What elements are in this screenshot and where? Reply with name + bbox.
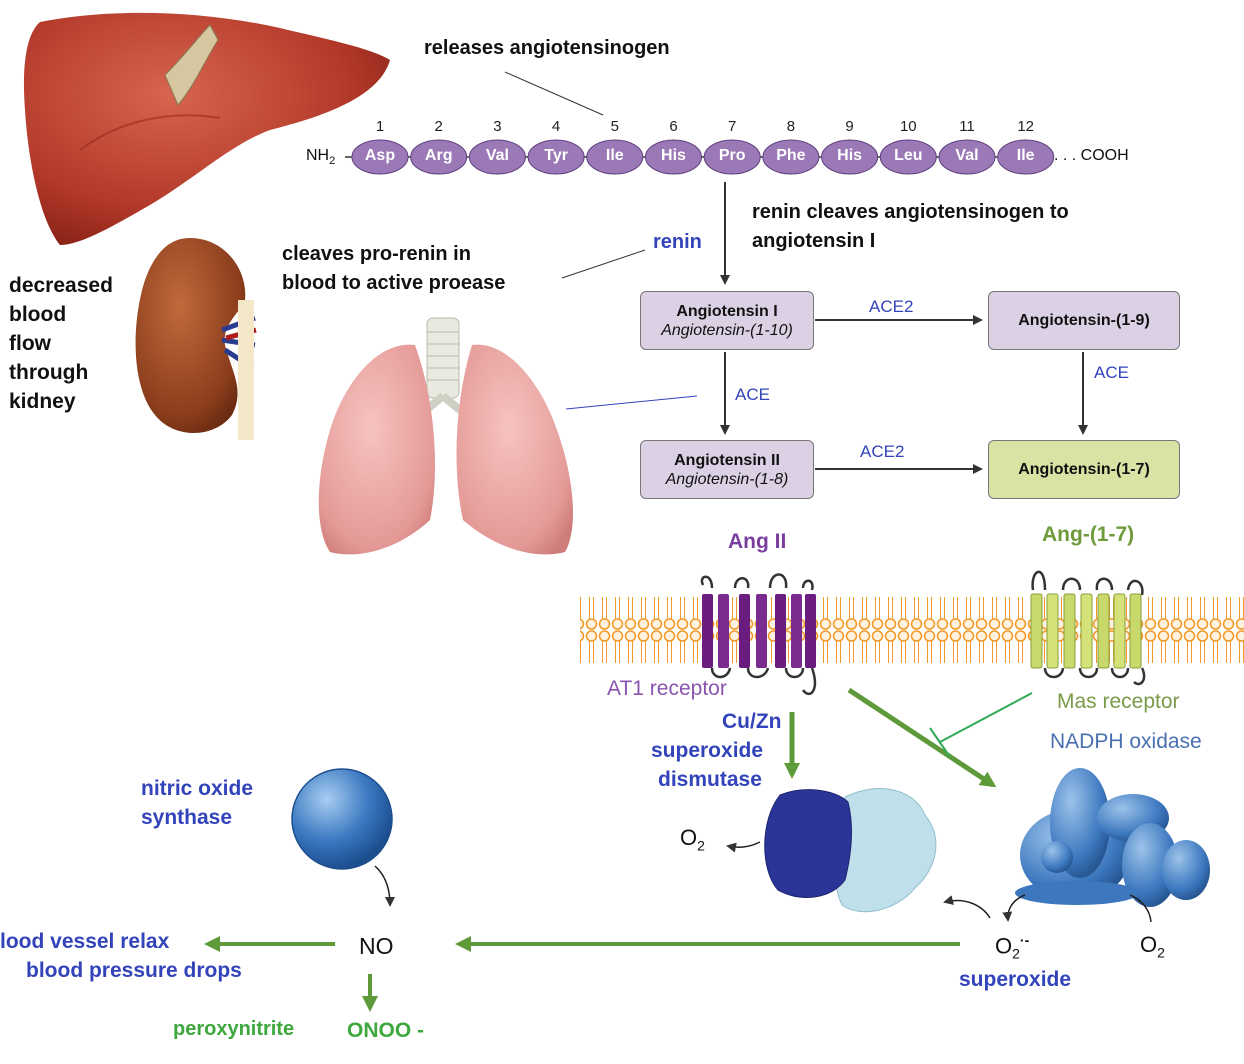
o2-right-label: O2 <box>1140 932 1165 961</box>
vessel-relax-label: lood vessel relax <box>0 930 170 953</box>
residue-oval-11 <box>938 139 996 175</box>
kidney-text-3: flow <box>9 332 51 355</box>
residue-2-name: Arg <box>424 147 453 164</box>
releases-label: releases angiotensinogen <box>424 37 670 59</box>
residue-oval-7 <box>703 139 761 175</box>
superoxide-label: superoxide <box>959 968 1072 991</box>
peroxynitrite-label: peroxynitrite <box>173 1018 295 1040</box>
residue-10-number: 10 <box>899 118 917 135</box>
residue-8-name: Phe <box>776 147 806 164</box>
residue-12-name: Ile <box>1016 147 1035 164</box>
residue-4-number: 4 <box>551 118 561 135</box>
residue-11-name: Val <box>955 147 979 164</box>
ace-left-label: ACE <box>735 385 770 404</box>
residue-oval-2 <box>410 139 468 175</box>
lungs-image <box>318 317 573 555</box>
residue-10-name: Leu <box>894 147 923 164</box>
residue-oval-9 <box>821 139 879 175</box>
at1-receptor-label: AT1 receptor <box>607 677 727 700</box>
ace2-bottom-label: ACE2 <box>860 442 905 461</box>
o2-left-label: O2 <box>680 825 705 854</box>
residue-oval-10 <box>879 139 937 175</box>
residue-12-number: 12 <box>1017 118 1035 135</box>
mas-receptor-label: Mas receptor <box>1057 690 1180 713</box>
residue-3-number: 3 <box>493 118 502 135</box>
nh2-label: NH2 <box>306 147 336 168</box>
residue-1-name: Asp <box>364 147 396 164</box>
sod-protein-image <box>764 788 937 913</box>
at1-receptor-image <box>700 573 817 696</box>
residue-5-name: Ile <box>605 147 624 164</box>
prorenin-line2: blood to active proease <box>282 272 506 294</box>
membrane-image <box>580 593 1244 663</box>
nos-label-1: nitric oxide <box>141 777 254 800</box>
mas-receptor-image <box>1030 570 1146 686</box>
residue-oval-4 <box>527 139 585 175</box>
ace2-top-label: ACE2 <box>869 297 914 316</box>
residue-4-name: Tyr <box>544 147 568 164</box>
bp-drops-label: blood pressure drops <box>26 959 242 982</box>
kidney-image <box>135 238 257 440</box>
residue-5-number: 5 <box>610 118 619 135</box>
angiotensin-i-sub: Angiotensin-(1-10) <box>661 321 793 339</box>
no-label: NO <box>359 933 394 959</box>
ang-ii-receptor-label: Ang II <box>728 530 787 553</box>
residue-oval-8 <box>762 139 820 175</box>
nos-label-2: synthase <box>141 806 233 829</box>
prorenin-line1: cleaves pro-renin in <box>282 243 471 265</box>
cooh-label: . . . COOH <box>1054 147 1129 164</box>
residue-6-name: His <box>661 147 686 164</box>
residue-3-name: Val <box>485 147 509 164</box>
residue-2-number: 2 <box>434 118 443 135</box>
liver-image <box>23 12 391 245</box>
nadph-oxidase-label: NADPH oxidase <box>1050 730 1202 753</box>
kidney-text-2: blood <box>9 303 67 326</box>
angiotensin-1-9-name: Angiotensin-(1-9) <box>1018 312 1150 329</box>
angiotensin-1-7-name: Angiotensin-(1-7) <box>1018 461 1150 478</box>
residue-oval-6 <box>645 139 702 175</box>
residue-oval-5 <box>586 139 644 175</box>
ang-1-7-receptor-label: Ang-(1-7) <box>1042 523 1135 546</box>
angiotensin-i-box: Angiotensin I Angiotensin-(1-10) <box>640 291 814 350</box>
superoxide-o2-label: O2·- <box>995 932 1030 962</box>
residue-6-number: 6 <box>669 118 678 135</box>
angiotensinogen-chain <box>345 139 1055 175</box>
ace-right-label: ACE <box>1094 363 1129 382</box>
sod-label-1: Cu/Zn <box>722 710 782 733</box>
residue-9-number: 9 <box>845 118 854 135</box>
renin-cleaves-line1: renin cleaves angiotensinogen to <box>752 201 1069 223</box>
residue-11-number: 11 <box>959 118 975 135</box>
renin-label: renin <box>653 231 702 253</box>
sod-label-3: dismutase <box>658 768 762 791</box>
renin-cleaves-line2: angiotensin I <box>752 230 876 252</box>
residue-7-name: Pro <box>718 147 746 164</box>
residue-oval-1 <box>351 139 409 175</box>
angiotensin-1-7-box: Angiotensin-(1-7) <box>988 440 1180 499</box>
nadph-oxidase-image <box>1015 768 1210 907</box>
residue-1-number: 1 <box>375 118 385 135</box>
residue-oval-3 <box>468 139 526 175</box>
kidney-text-4: through <box>9 361 89 384</box>
angiotensin-ii-sub: Angiotensin-(1-8) <box>665 470 789 488</box>
sod-label-2: superoxide <box>651 739 764 762</box>
angiotensin-i-name: Angiotensin I <box>676 302 778 320</box>
residue-oval-12 <box>997 139 1055 175</box>
residue-9-name: His <box>837 147 863 164</box>
angiotensin-1-9-box: Angiotensin-(1-9) <box>988 291 1180 350</box>
angiotensin-ii-box: Angiotensin II Angiotensin-(1-8) <box>640 440 814 499</box>
residue-8-number: 8 <box>786 118 796 135</box>
kidney-text-5: kidney <box>9 390 76 413</box>
nos-sphere-image <box>291 768 393 870</box>
residue-7-number: 7 <box>728 118 737 135</box>
angiotensin-ii-name: Angiotensin II <box>674 451 780 469</box>
kidney-text-1: decreased <box>9 274 113 297</box>
onoo-label: ONOO - <box>347 1019 424 1042</box>
